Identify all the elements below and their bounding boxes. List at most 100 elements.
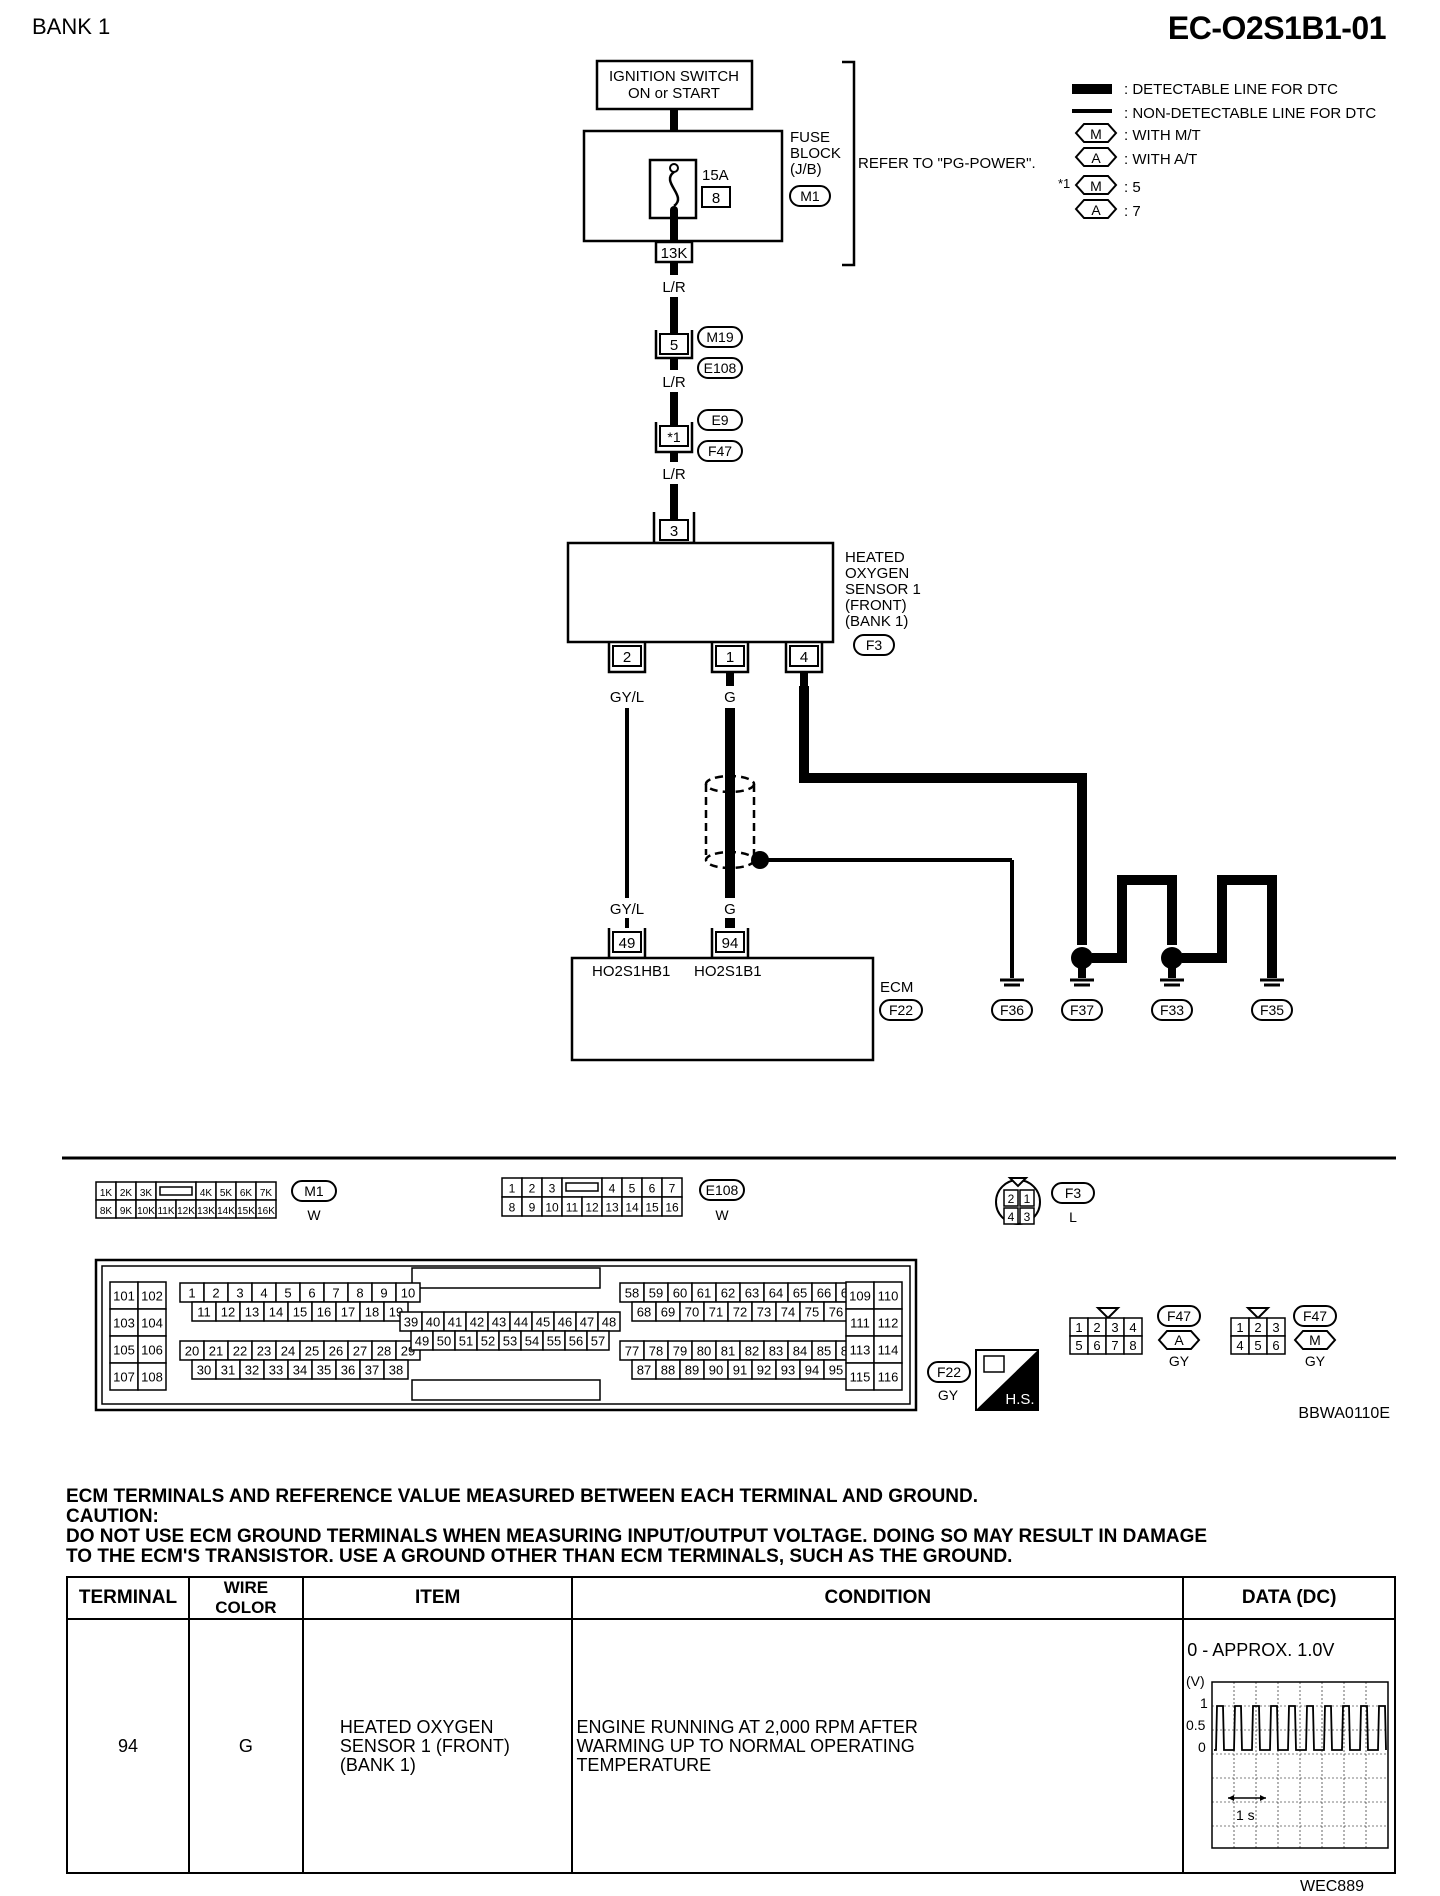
ground-f33: F33 — [1151, 978, 1193, 1021]
heated-oxygen-sensor — [566, 541, 835, 644]
th-item: ITEM — [301, 1576, 574, 1620]
ecm-pin-9: 9 — [371, 1282, 397, 1303]
m1-pin-16K: 16K — [255, 1199, 277, 1219]
wire-b-label-2: B — [1117, 915, 1127, 932]
f47m-pin-3-label: 3 — [1272, 1320, 1279, 1335]
svg-text:E108: E108 — [706, 1182, 739, 1198]
ecm-pin-42-label: 42 — [470, 1315, 484, 1330]
ecm-pin-57: 57 — [586, 1330, 610, 1351]
e108-pin-7-label: 7 — [669, 1182, 676, 1196]
ecm-pin-41-label: 41 — [448, 1315, 462, 1330]
ecm-name: ECM — [880, 979, 913, 996]
ecm-pin-40-label: 40 — [426, 1315, 440, 1330]
e108-pin-4-label: 4 — [609, 1182, 616, 1196]
ecm-pin-95: 95 — [823, 1359, 849, 1380]
f47m-name: F47 — [1293, 1305, 1337, 1327]
m1-pin-5K: 5K — [215, 1181, 237, 1201]
ecm-pin-16-label: 16 — [317, 1305, 331, 1320]
m1-pin-15K: 15K — [235, 1199, 257, 1219]
ecm-pin-24-label: 24 — [281, 1344, 295, 1359]
ecm-pin-89-label: 89 — [685, 1363, 699, 1378]
ecm-pin-26-label: 26 — [329, 1344, 343, 1359]
ecm-pin-111-label: 111 — [850, 1316, 870, 1331]
ecm-pin-18-label: 18 — [365, 1305, 379, 1320]
svg-text:F47: F47 — [708, 443, 732, 459]
ecm-pin-50-label: 50 — [437, 1334, 451, 1349]
diagram-code: EC-O2S1B1-01 — [1167, 10, 1387, 46]
ecm-pin-48-label: 48 — [602, 1315, 616, 1330]
f47a-pin-2: 2 — [1087, 1317, 1107, 1337]
sensor-term-2 — [612, 645, 642, 667]
e108-pin-3-label: 3 — [549, 1182, 556, 1196]
legend-star1-a-val: : 7 — [1124, 203, 1141, 220]
th-terminal: TERMINAL — [66, 1576, 190, 1620]
ecm-pin-92-label: 92 — [757, 1363, 771, 1378]
e108-pin-11: 11 — [561, 1196, 583, 1217]
svg-text:OXYGEN: OXYGEN — [845, 565, 909, 582]
m1-pin-2K-label: 2K — [120, 1188, 133, 1199]
ecm-pin-69-label: 69 — [661, 1305, 675, 1320]
cell-item: HEATED OXYGEN SENSOR 1 (FRONT) (BANK 1) — [301, 1618, 574, 1874]
ecm-pin-82: 82 — [739, 1340, 765, 1361]
wave-0: 0 — [1198, 1739, 1206, 1755]
ecm-pin-91: 91 — [727, 1359, 753, 1380]
ecm-label-49: HO2S1HB1 — [592, 963, 670, 980]
ecm-pin-46: 46 — [553, 1311, 577, 1332]
hs-badge: H.S. — [975, 1349, 1039, 1411]
e108-pin-12-label: 12 — [585, 1201, 599, 1215]
ecm-pin-45-label: 45 — [536, 1315, 550, 1330]
cell-data: 0 - APPROX. 1.0V (V) 1 0.5 0 1 s WEC889 — [1182, 1618, 1396, 1895]
m1-pin-3K-label: 3K — [140, 1188, 153, 1199]
ecm-term-94 — [715, 931, 745, 953]
cell-wire: G — [187, 1618, 304, 1874]
wave-time: 1 s — [1236, 1807, 1255, 1823]
m1-pin-12K: 12K — [175, 1199, 197, 1219]
ecm-pin-104-label: 104 — [141, 1316, 163, 1331]
f47a-pin-2-label: 2 — [1093, 1320, 1100, 1335]
ecm-pin-1: 1 — [179, 1282, 205, 1303]
svg-text:94: 94 — [722, 935, 739, 952]
e108-pin-12: 12 — [581, 1196, 603, 1217]
ecm-pin-62-label: 62 — [721, 1286, 735, 1301]
svg-text:F3: F3 — [1065, 1185, 1082, 1201]
svg-text:F47: F47 — [1167, 1308, 1191, 1324]
ecm-pin-51-label: 51 — [459, 1334, 473, 1349]
ecm-pin-81-label: 81 — [721, 1344, 735, 1359]
ecm-pin-11: 11 — [191, 1301, 217, 1322]
m1-pin-12K-label: 12K — [177, 1206, 195, 1217]
legend-star1-m-val: : 5 — [1124, 179, 1141, 196]
f3-pin-1: 1 — [1019, 1189, 1035, 1207]
ecm-pin-31: 31 — [215, 1359, 241, 1380]
m1-pin-3K: 3K — [135, 1181, 157, 1201]
ecm-pin-34: 34 — [287, 1359, 313, 1380]
e108-pin-9: 9 — [521, 1196, 543, 1217]
ecm-pin-32: 32 — [239, 1359, 265, 1380]
svg-text:M: M — [1309, 1332, 1321, 1348]
ecm-pin-65: 65 — [787, 1282, 813, 1303]
ecm-pin-30-label: 30 — [197, 1363, 211, 1378]
e108-pin-9-label: 9 — [529, 1201, 536, 1215]
f47a-pin-3: 3 — [1105, 1317, 1125, 1337]
f47a-pin-1-label: 1 — [1075, 1320, 1082, 1335]
e108-pin-2: 2 — [521, 1177, 543, 1198]
svg-text:(FRONT): (FRONT) — [845, 597, 907, 614]
e108-pin-10: 10 — [541, 1196, 563, 1217]
svg-text:F36: F36 — [1000, 1002, 1024, 1018]
f47m-pin-5-label: 5 — [1254, 1338, 1261, 1353]
ecm-pin-90-label: 90 — [709, 1363, 723, 1378]
ecm-pin-26: 26 — [323, 1340, 349, 1361]
svg-text:F22: F22 — [937, 1364, 961, 1380]
ecm-pin-1-label: 1 — [188, 1286, 195, 1301]
e108-pin-6-label: 6 — [649, 1182, 656, 1196]
ecm-pin-22-label: 22 — [233, 1344, 247, 1359]
ecm-pin-38: 38 — [383, 1359, 409, 1380]
ecm-pin-110-label: 110 — [878, 1289, 899, 1304]
ecm-pin-84-label: 84 — [793, 1344, 807, 1359]
ecm-pin-93-label: 93 — [781, 1363, 795, 1378]
ecm-pin-45: 45 — [531, 1311, 555, 1332]
f47a-pin-7: 7 — [1105, 1335, 1125, 1355]
ecm-pin-105-label: 105 — [113, 1343, 135, 1358]
ecm-pin-3: 3 — [227, 1282, 253, 1303]
ecm-pin-73: 73 — [751, 1301, 777, 1322]
ecm-pin-74: 74 — [775, 1301, 801, 1322]
